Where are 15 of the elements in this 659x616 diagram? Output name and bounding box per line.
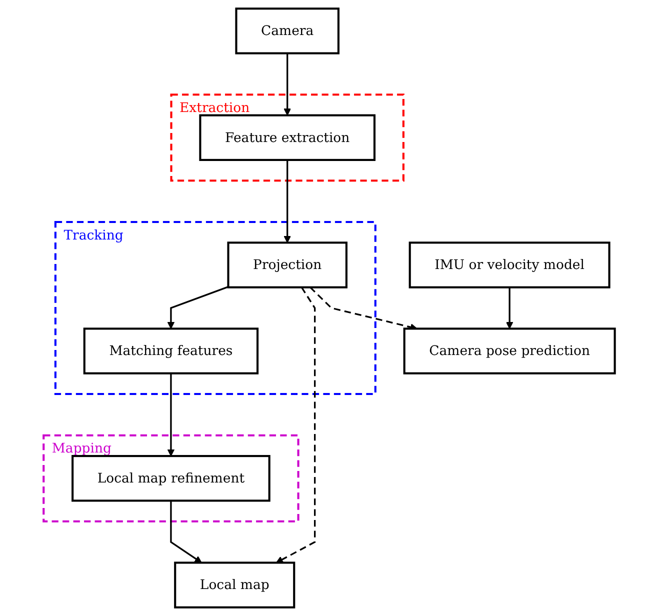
node-box: Local map refinement: [72, 454, 271, 502]
arrow: [168, 373, 175, 456]
node-box: IMU or velocity model: [409, 242, 611, 288]
arrow: [284, 160, 292, 243]
node-box: Camera: [235, 8, 340, 54]
node-box: Local map: [174, 562, 296, 608]
arrow: [506, 287, 514, 329]
node-box: Feature extraction: [199, 114, 376, 161]
node-box: Camera pose prediction: [404, 328, 616, 374]
arrow: [168, 286, 229, 329]
node-box: Projection: [228, 242, 348, 288]
arrow: [284, 53, 292, 116]
node-box: Matching features: [84, 328, 259, 374]
arrow: [170, 500, 202, 564]
arrow: [276, 286, 316, 564]
